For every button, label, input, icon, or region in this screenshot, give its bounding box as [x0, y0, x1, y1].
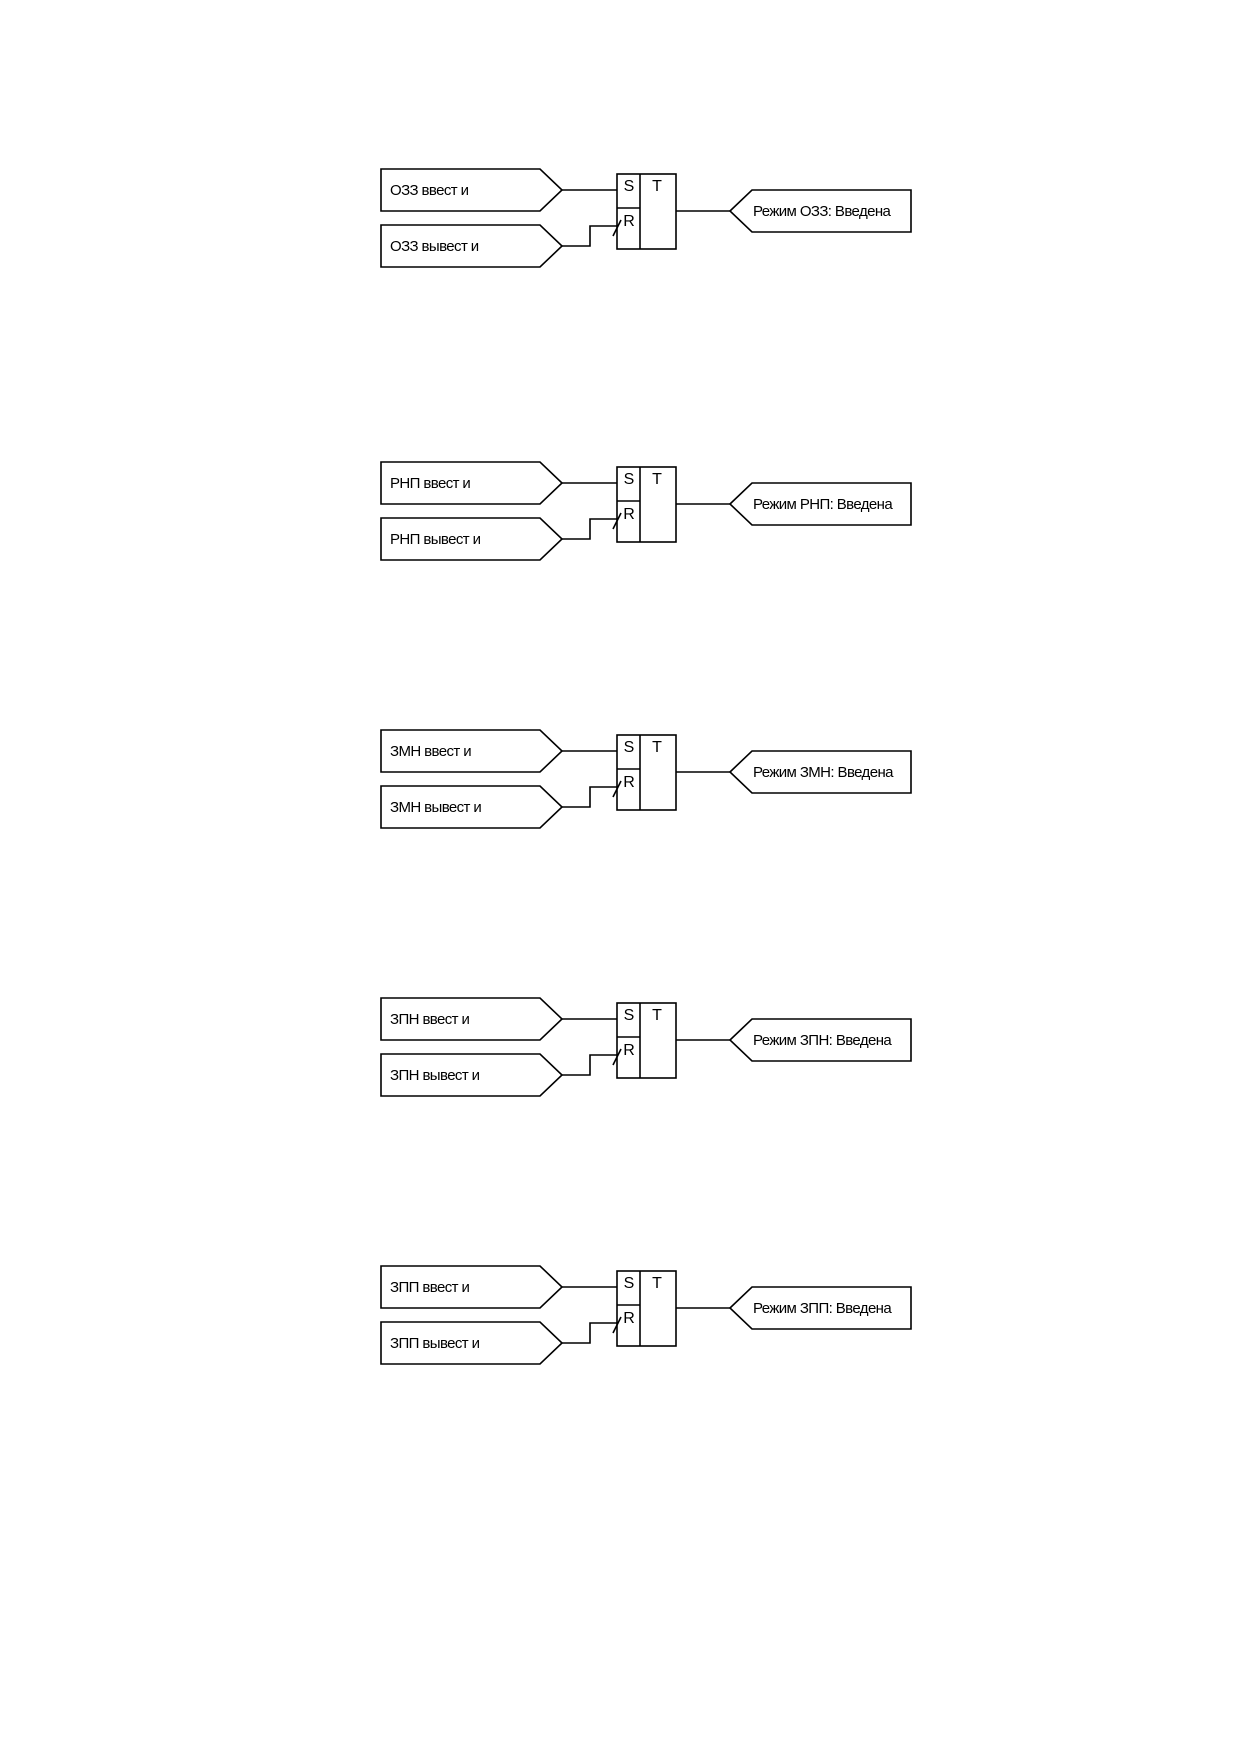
reset-input-tag [380, 1321, 564, 1365]
reset-input-tag [380, 785, 564, 829]
trigger-pin-r: R [623, 506, 635, 523]
trigger-pin-s: S [624, 739, 635, 756]
reset-wire [562, 1322, 617, 1344]
reset-inversion-mark [612, 219, 622, 237]
trigger-type-t: T [652, 178, 662, 195]
trigger-type-t: T [652, 1007, 662, 1024]
set-input-label: ЗМН ввест и [390, 743, 471, 760]
trigger-pin-s: S [624, 1007, 635, 1024]
trigger-pin-s: S [624, 471, 635, 488]
output-tag [728, 750, 912, 794]
reset-wire [562, 225, 617, 247]
set-input-tag [380, 168, 564, 212]
reset-input-label: РНП вывест и [390, 531, 481, 548]
reset-wire [562, 1054, 617, 1076]
reset-wire [562, 786, 617, 808]
trigger-block-zpn: ЗПН ввест и ЗПН вывест и S R T Режим ЗПН: Вве… [380, 997, 912, 1097]
reset-input-label: ЗПН вывест и [390, 1067, 480, 1084]
reset-inversion-mark [612, 1048, 622, 1066]
reset-input-label: ЗПП вывест и [390, 1335, 480, 1352]
trigger-pin-r: R [623, 213, 635, 230]
reset-inversion-mark [612, 780, 622, 798]
reset-input-label: ЗМН вывест и [390, 799, 481, 816]
rs-trigger-box [616, 734, 677, 811]
trigger-pin-s: S [624, 178, 635, 195]
output-tag [728, 482, 912, 526]
trigger-pin-r: R [623, 1042, 635, 1059]
set-input-tag [380, 997, 564, 1041]
set-input-label: РНП ввест и [390, 475, 470, 492]
output-tag [728, 1018, 912, 1062]
output-label: Режим ЗПН: Введена [753, 1032, 892, 1049]
set-input-tag [380, 729, 564, 773]
output-tag [728, 1286, 912, 1330]
trigger-block-zmn: ЗМН ввест и ЗМН вывест и S R T Режим ЗМН: Вве… [380, 729, 912, 829]
trigger-type-t: T [652, 1275, 662, 1292]
rs-trigger-box [616, 1002, 677, 1079]
trigger-pin-s: S [624, 1275, 635, 1292]
reset-input-tag [380, 517, 564, 561]
output-tag [728, 189, 912, 233]
set-input-label: ЗПП ввест и [390, 1279, 469, 1296]
set-input-tag [380, 1265, 564, 1309]
trigger-pin-r: R [623, 1310, 635, 1327]
reset-wire [562, 518, 617, 540]
rs-trigger-box [616, 173, 677, 250]
set-input-tag [380, 461, 564, 505]
reset-inversion-mark [612, 1316, 622, 1334]
reset-inversion-mark [612, 512, 622, 530]
output-label: Режим РНП: Введена [753, 496, 893, 513]
reset-input-tag [380, 224, 564, 268]
set-input-label: ОЗЗ ввест и [390, 182, 469, 199]
output-label: Режим ОЗЗ: Введена [753, 203, 892, 220]
output-label: Режим ЗПП: Введена [753, 1300, 892, 1317]
reset-input-label: ОЗЗ вывест и [390, 238, 479, 255]
trigger-block-ozz: ОЗЗ ввест и ОЗЗ вывест и S R T Режим ОЗЗ: Вве… [380, 168, 912, 268]
reset-input-tag [380, 1053, 564, 1097]
rs-trigger-box [616, 1270, 677, 1347]
set-input-label: ЗПН ввест и [390, 1011, 469, 1028]
trigger-pin-r: R [623, 774, 635, 791]
trigger-block-rnp: РНП ввест и РНП вывест и S R T Режим РНП: Вве… [380, 461, 912, 561]
trigger-type-t: T [652, 739, 662, 756]
output-label: Режим ЗМН: Введена [753, 764, 894, 781]
trigger-type-t: T [652, 471, 662, 488]
trigger-block-zpp: ЗПП ввест и ЗПП вывест и S R T Режим ЗПП: Вве… [380, 1265, 912, 1365]
